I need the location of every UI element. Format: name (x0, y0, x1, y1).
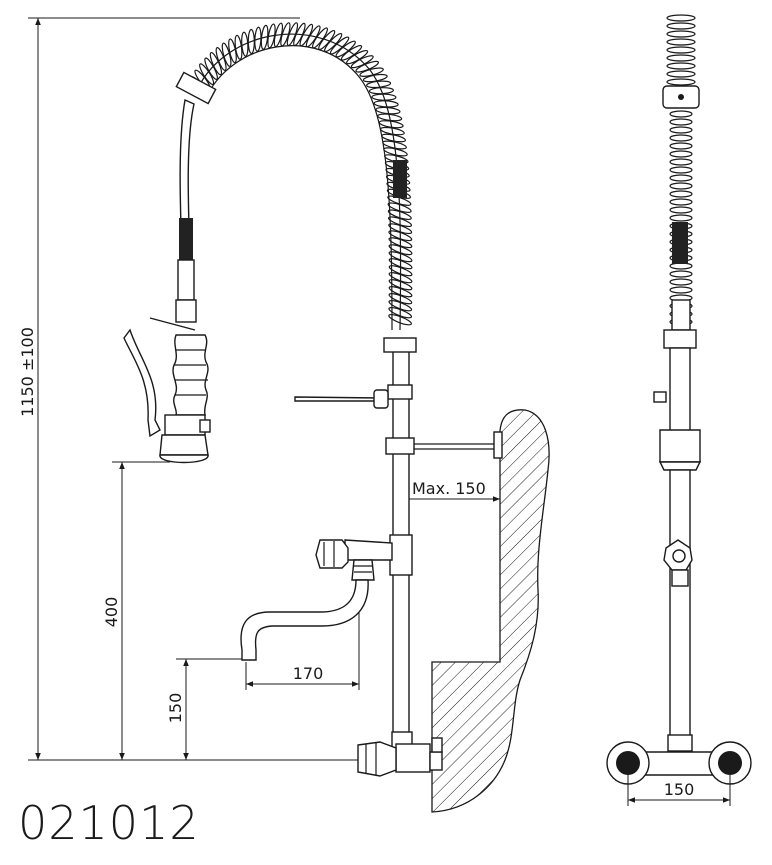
spring-coil-turn (387, 202, 412, 213)
front-spring-coil-turn (669, 134, 693, 142)
front-spring-coil-turn (669, 126, 693, 134)
spring-coil-turn (388, 307, 413, 319)
dimension-spout-reach-label: 170 (293, 664, 324, 683)
front-spring-coil-turn (669, 166, 693, 174)
front-spring-coil-turn (666, 30, 696, 38)
front-spring-coil-turn (669, 142, 693, 150)
front-spring-coil-turn (669, 278, 693, 286)
front-spring-coil-turn (666, 38, 696, 46)
front-spring-coil-turn (666, 54, 696, 62)
spring-coil (190, 22, 413, 326)
pot-filler-spout (240, 579, 369, 661)
front-spring-coil-turn (669, 270, 693, 278)
front-spring-coil-turn (666, 22, 696, 30)
valve-knob (315, 539, 349, 569)
dimension-spout-reach: 170 (245, 590, 360, 690)
front-spring-coil-turn (666, 46, 696, 54)
dimension-inlet-spacing: 150 (627, 763, 731, 806)
front-spring-coil-turn (666, 78, 696, 86)
bottom-mixer (357, 731, 443, 777)
front-spring-coil-turn (669, 198, 693, 206)
spring-coil-turn (388, 244, 413, 256)
front-spring-coil (666, 14, 696, 326)
front-spring-coil-turn (669, 286, 693, 294)
front-spring-coil-turn (669, 110, 693, 118)
front-hose-grip (672, 222, 688, 264)
dimension-spout-height-label: 400 (102, 597, 121, 628)
product-code: 021012 (18, 796, 200, 850)
dimension-outlet-height: 150 (166, 658, 246, 760)
dimension-inlet-spacing-label: 150 (664, 780, 695, 799)
spring-coil-turn (388, 293, 413, 305)
spring-coil-turn (388, 237, 413, 249)
front-spring-coil-turn (666, 62, 696, 70)
front-spring-coil-turn (669, 182, 693, 190)
dimension-total-height: 1150 ±100 (18, 17, 360, 761)
front-spring-coil-turn (669, 118, 693, 126)
dimension-spout-height: 400 (102, 461, 170, 760)
spring-coil-turn (388, 258, 413, 270)
spring-coil-turn (388, 223, 413, 235)
spring-coil-turn (388, 313, 412, 326)
spring-coil-turn (371, 93, 397, 101)
front-view (606, 14, 752, 785)
front-spring-coil-turn (669, 206, 693, 214)
front-spring-coil-turn (666, 70, 696, 78)
dimension-wall-distance-label: Max. 150 (412, 479, 486, 498)
spring-coil-turn (388, 230, 413, 242)
spring-grip (393, 160, 407, 198)
spring-clamp (175, 71, 217, 105)
front-spring-coil-turn (669, 190, 693, 198)
dimension-wall-distance: Max. 150 (401, 452, 500, 505)
spring-coil-turn (387, 209, 412, 221)
front-spring-coil-turn (666, 14, 696, 22)
front-spring-coil-turn (669, 214, 693, 222)
hose-grip (179, 218, 193, 260)
spring-coil-turn (388, 286, 413, 298)
spring-coil-turn (221, 42, 232, 67)
spring-coil-turn (381, 133, 406, 143)
spray-gun (123, 317, 211, 464)
spring-coil-turn (388, 300, 413, 312)
spring-coil-turn (383, 147, 408, 157)
front-valve-knob (663, 539, 693, 571)
wall-section (431, 409, 550, 813)
spring-coil-turn (388, 265, 413, 277)
dimension-total-height-label: 1150 ±100 (18, 327, 37, 417)
front-spring-coil-turn (669, 174, 693, 182)
front-spring-coil-turn (669, 150, 693, 158)
spring-coil-turn (378, 120, 404, 129)
dimension-outlet-height-label: 150 (166, 693, 185, 724)
front-spring-coil-turn (669, 158, 693, 166)
side-view (123, 22, 503, 777)
spring-coil-turn (388, 272, 413, 284)
